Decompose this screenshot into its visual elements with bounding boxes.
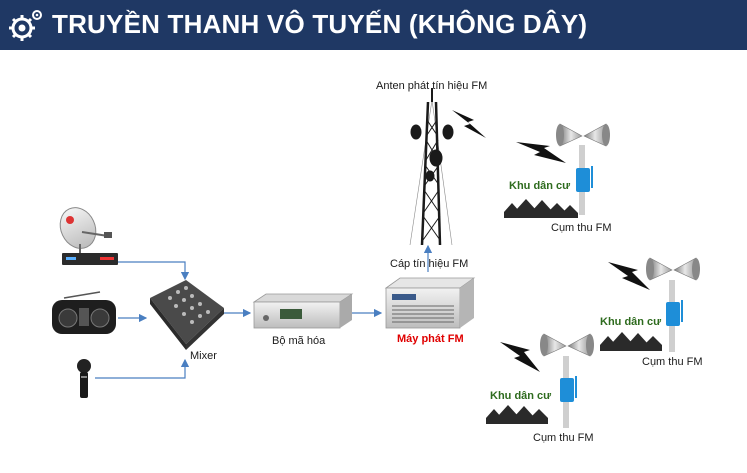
broadcast-diagram [52,88,700,428]
residential-houses-icon [486,405,548,424]
residential-houses-icon [600,332,662,351]
antenna-tower-icon [409,88,454,246]
fm-receiver-icon [646,257,700,352]
transmitter-label: Máy phát FM [397,333,464,345]
fm-transmitter-icon [384,277,476,329]
gear-icon [9,10,42,41]
residential-label: Khu dân cư [600,316,662,328]
fm-receiver-icon [540,333,594,428]
residential-houses-icon [504,199,578,218]
radio-cassette-icon [52,291,116,334]
fm-receiver-icon [556,123,610,215]
signal-cable-label: Cáp tín hiệu FM [390,258,469,270]
antenna-label: Anten phát tín hiệu FM [376,80,488,92]
satellite-dish-icon [59,207,118,265]
receiver-label: Cụm thu FM [533,432,594,444]
encoder-label: Bộ mã hóa [272,335,326,347]
signal-bolt-icon [452,110,650,372]
residential-label: Khu dân cư [509,180,571,192]
mixer-icon [150,280,224,350]
microphone-icon [77,359,91,398]
receiver-label: Cụm thu FM [642,356,703,368]
mixer-label: Mixer [190,350,217,362]
connector-lines [95,244,433,379]
encoder-icon [252,293,354,329]
receiver-label: Cụm thu FM [551,222,612,234]
residential-label: Khu dân cư [490,390,552,402]
header-bar: TRUYỀN THANH VÔ TUYẾN (KHÔNG DÂY) [0,0,747,50]
page-title: TRUYỀN THANH VÔ TUYẾN (KHÔNG DÂY) [52,9,588,39]
